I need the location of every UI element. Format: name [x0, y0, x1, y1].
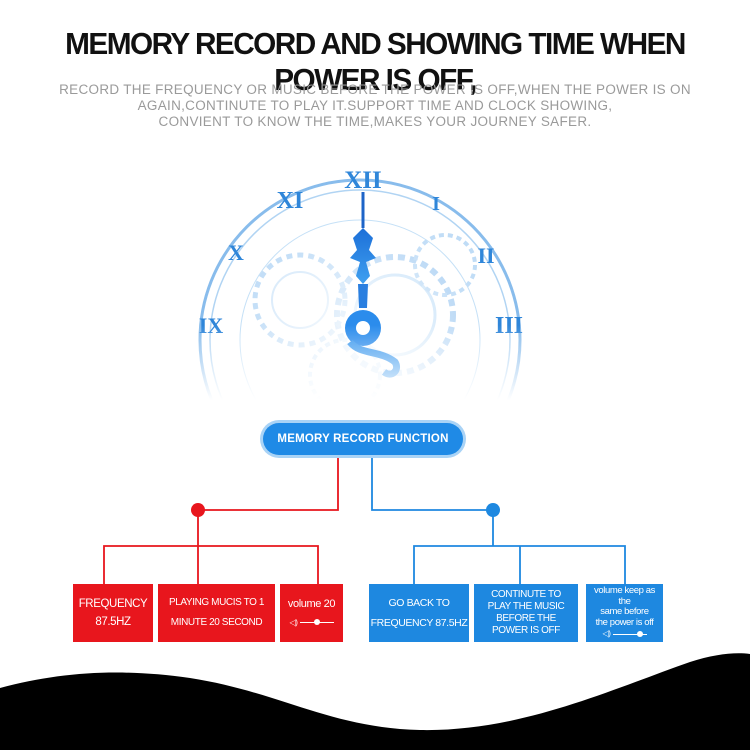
box-line: 87.5HZ [95, 616, 131, 628]
volume-track [612, 631, 647, 637]
volume-20-box: volume 20 ◁) [280, 584, 343, 642]
page-title: MEMORY RECORD AND SHOWING TIME WHEN POWE… [65, 26, 686, 97]
box-line: PLAYING MUCIS TO 1 [168, 597, 265, 608]
box-line: the power is off [595, 616, 654, 628]
frequency-box: FREQUENCY 87.5HZ [73, 584, 153, 642]
description: RECORD THE FREQUENCY OR MUSIC BEFORE THE… [20, 82, 730, 130]
volume-track [299, 619, 334, 625]
volume-knob [313, 619, 320, 625]
go-back-box: GO BACK TO FREQUENCY 87.5HZ [369, 584, 469, 642]
volume-knob [636, 631, 643, 637]
volume-slider: ◁) [289, 615, 334, 631]
right-node-dot [486, 503, 500, 517]
volume-keep-box: volume keep as the same before the power… [586, 584, 663, 642]
box-line: same before [600, 606, 649, 618]
box-line: MINUTE 20 SECOND [170, 617, 263, 628]
clock-illustration: IXXXIXIIIIIIII [0, 150, 750, 400]
description-line-1: RECORD THE FREQUENCY OR MUSIC BEFORE THE… [59, 82, 691, 97]
playing-music-box: PLAYING MUCIS TO 1 MINUTE 20 SECOND [158, 584, 275, 642]
box-line: CONTINUTE TO [491, 589, 561, 600]
box-line: FREQUENCY [78, 598, 148, 610]
right-connector [371, 455, 626, 584]
box-line: GO BACK TO [388, 597, 450, 609]
box-line: volume keep as [594, 585, 655, 597]
decorative-wave [0, 653, 750, 750]
left-connector [103, 455, 339, 584]
description-line-3: CONVIENT TO KNOW THE TIME,MAKES YOUR JOU… [158, 114, 592, 129]
volume-slider: ◁) [602, 629, 647, 640]
box-line: FREQUENCY 87.5HZ [370, 617, 468, 629]
continue-music-box: CONTINUTE TO PLAY THE MUSIC BEFORE THE P… [474, 584, 578, 642]
speaker-icon: ◁) [289, 617, 298, 627]
description-line-2: AGAIN,CONTINUTE TO PLAY IT.SUPPORT TIME … [137, 98, 613, 113]
memory-record-function-label: MEMORY RECORD FUNCTION [263, 423, 463, 455]
box-line: the [618, 595, 631, 607]
box-line: volume 20 [287, 597, 336, 610]
speaker-icon: ◁) [602, 629, 611, 639]
box-line: BEFORE THE [496, 613, 556, 624]
box-line: PLAY THE MUSIC [487, 601, 565, 612]
left-node-dot [191, 503, 205, 517]
box-line: POWER IS OFF [492, 625, 560, 636]
